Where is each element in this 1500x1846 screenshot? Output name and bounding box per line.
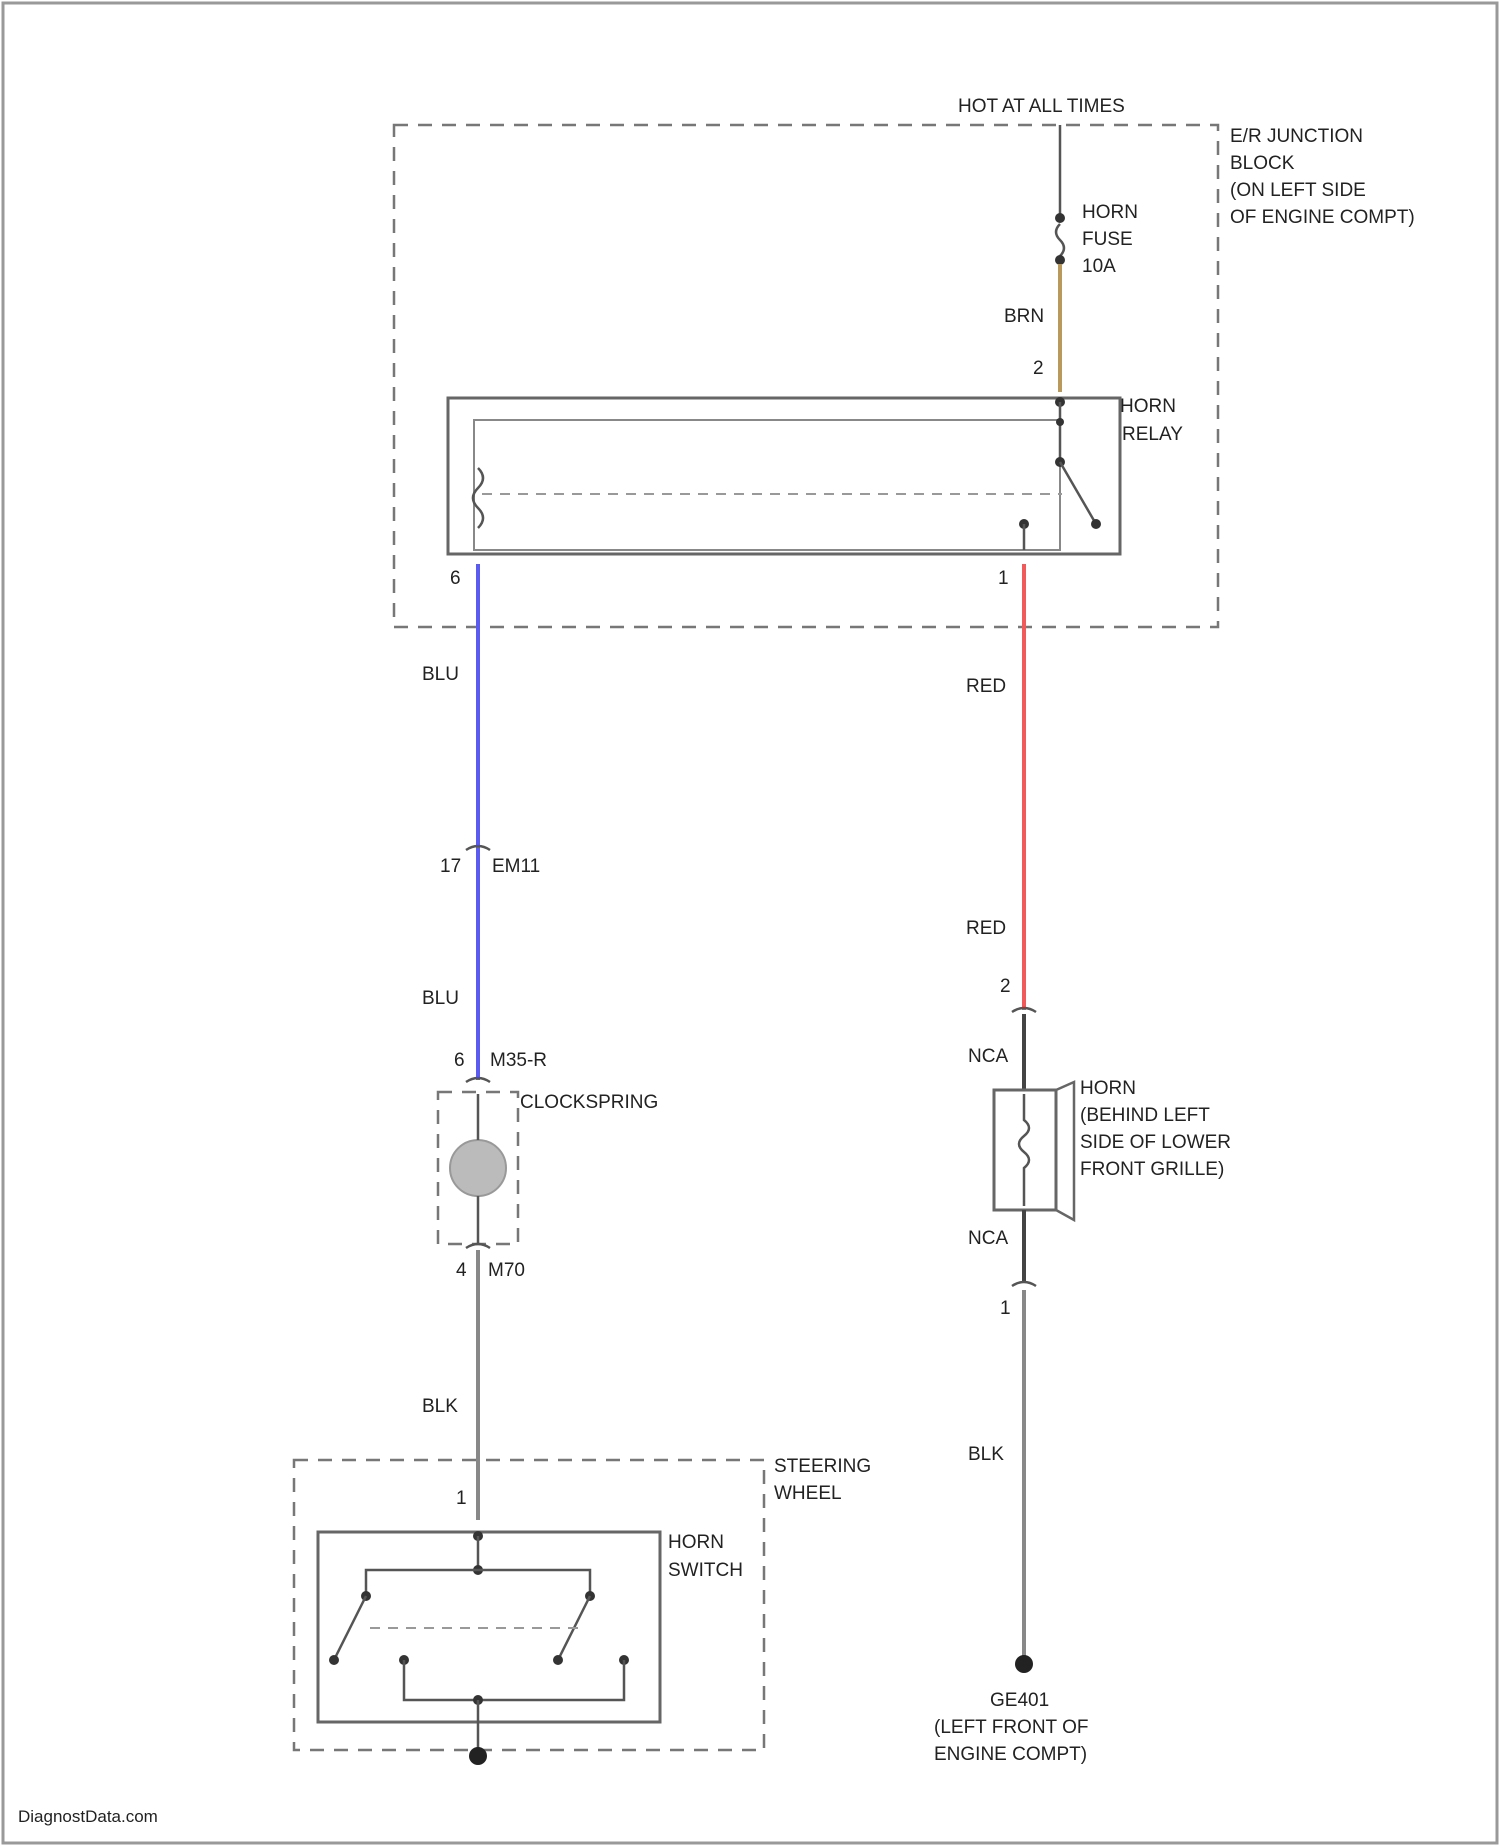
power-label: HOT AT ALL TIMES xyxy=(958,96,1125,117)
relay-contact-arm xyxy=(1060,462,1096,524)
connector-em11-id: EM11 xyxy=(492,856,540,877)
connector-m70-icon xyxy=(466,1244,490,1248)
horn-switch-ground-icon xyxy=(469,1747,487,1765)
fuse-line-2: FUSE xyxy=(1082,229,1133,250)
horn-pin-1-label: 1 xyxy=(1000,1298,1011,1319)
fuse-label: HORN FUSE 10A xyxy=(1082,202,1138,277)
steering-wheel-label: STEERING WHEEL xyxy=(774,1456,871,1504)
horn-bell-icon xyxy=(1056,1082,1074,1220)
horn-switch-left-tip xyxy=(329,1655,339,1665)
clockspring-label: CLOCKSPRING xyxy=(520,1092,658,1113)
horn-line-4: FRONT GRILLE) xyxy=(1080,1159,1224,1180)
red-wire-label-2: RED xyxy=(966,918,1006,939)
horn-coil-icon xyxy=(1019,1094,1029,1206)
blu-wire-label-2: BLU xyxy=(422,988,459,1009)
horn-switch-left-arm xyxy=(334,1596,366,1660)
horn-switch-line-1: HORN xyxy=(668,1532,724,1553)
horn-switch-pin-label: 1 xyxy=(456,1488,467,1509)
horn-relay-line-2: RELAY xyxy=(1122,424,1183,445)
blu-wire-label-1: BLU xyxy=(422,664,459,685)
connector-m35-pin: 6 xyxy=(454,1050,465,1071)
horn-relay-label: HORN RELAY xyxy=(1120,396,1183,445)
fuse-line-1: HORN xyxy=(1082,202,1138,223)
fuse-line-3: 10A xyxy=(1082,256,1116,277)
ground-line-2: ENGINE COMPT) xyxy=(934,1744,1087,1765)
junction-block-line-2: BLOCK xyxy=(1230,153,1295,174)
horn-pin-2-label: 2 xyxy=(1000,976,1011,997)
outer-border xyxy=(3,3,1497,1843)
horn-line-1: HORN xyxy=(1080,1078,1136,1099)
junction-block-line-1: E/R JUNCTION xyxy=(1230,126,1363,147)
junction-block-line-3: (ON LEFT SIDE xyxy=(1230,180,1366,201)
relay-pin-1-label: 1 xyxy=(998,568,1009,589)
horn-line-3: SIDE OF LOWER xyxy=(1080,1132,1231,1153)
red-wire-label-1: RED xyxy=(966,676,1006,697)
fuse-bottom-terminal xyxy=(1055,255,1065,265)
horn-connector-bottom-icon xyxy=(1012,1282,1036,1286)
horn-switch-box xyxy=(318,1532,660,1722)
relay-pin-6-label: 6 xyxy=(450,568,461,589)
clockspring-icon xyxy=(450,1140,506,1196)
ground-label: GE401 (LEFT FRONT OF ENGINE COMPT) xyxy=(934,1690,1088,1765)
ground-icon xyxy=(1015,1655,1033,1673)
nca-bottom-label: NCA xyxy=(968,1228,1008,1249)
blk-wire-label-left: BLK xyxy=(422,1396,458,1417)
horn-label: HORN (BEHIND LEFT SIDE OF LOWER FRONT GR… xyxy=(1080,1078,1231,1180)
fuse-top-terminal xyxy=(1055,213,1065,223)
relay-junction-dot xyxy=(1056,418,1064,426)
connector-m35-id: M35-R xyxy=(490,1050,547,1071)
relay-contact-tip xyxy=(1091,519,1101,529)
steering-wheel-line-1: STEERING xyxy=(774,1456,871,1477)
horn-relay-line-1: HORN xyxy=(1120,396,1176,417)
connector-em11-pin: 17 xyxy=(440,856,461,877)
junction-block-line-4: OF ENGINE COMPT) xyxy=(1230,207,1415,228)
ground-line-1: (LEFT FRONT OF xyxy=(934,1717,1088,1738)
blk-wire-label-right: BLK xyxy=(968,1444,1004,1465)
horn-relay-inner xyxy=(474,420,1060,550)
brn-wire-label: BRN xyxy=(1004,306,1044,327)
ground-id: GE401 xyxy=(990,1690,1049,1711)
connector-m70-id: M70 xyxy=(488,1260,525,1281)
horn-relay-box xyxy=(448,398,1120,554)
junction-block-outline xyxy=(394,125,1218,627)
connector-m70-pin: 4 xyxy=(456,1260,467,1281)
steering-wheel-line-2: WHEEL xyxy=(774,1483,842,1504)
horn-switch-right-tip xyxy=(553,1655,563,1665)
horn-switch-bottom-bus xyxy=(404,1660,624,1700)
horn-switch-line-2: SWITCH xyxy=(668,1560,743,1581)
nca-top-label: NCA xyxy=(968,1046,1008,1067)
junction-block-label: E/R JUNCTION BLOCK (ON LEFT SIDE OF ENGI… xyxy=(1230,126,1415,228)
steering-wheel-outline xyxy=(294,1460,764,1750)
watermark: DiagnostData.com xyxy=(18,1807,158,1826)
horn-line-2: (BEHIND LEFT xyxy=(1080,1105,1210,1126)
relay-pin-2-label: 2 xyxy=(1033,358,1044,379)
fuse-icon xyxy=(1056,224,1064,256)
horn-switch-label: HORN SWITCH xyxy=(668,1532,743,1581)
